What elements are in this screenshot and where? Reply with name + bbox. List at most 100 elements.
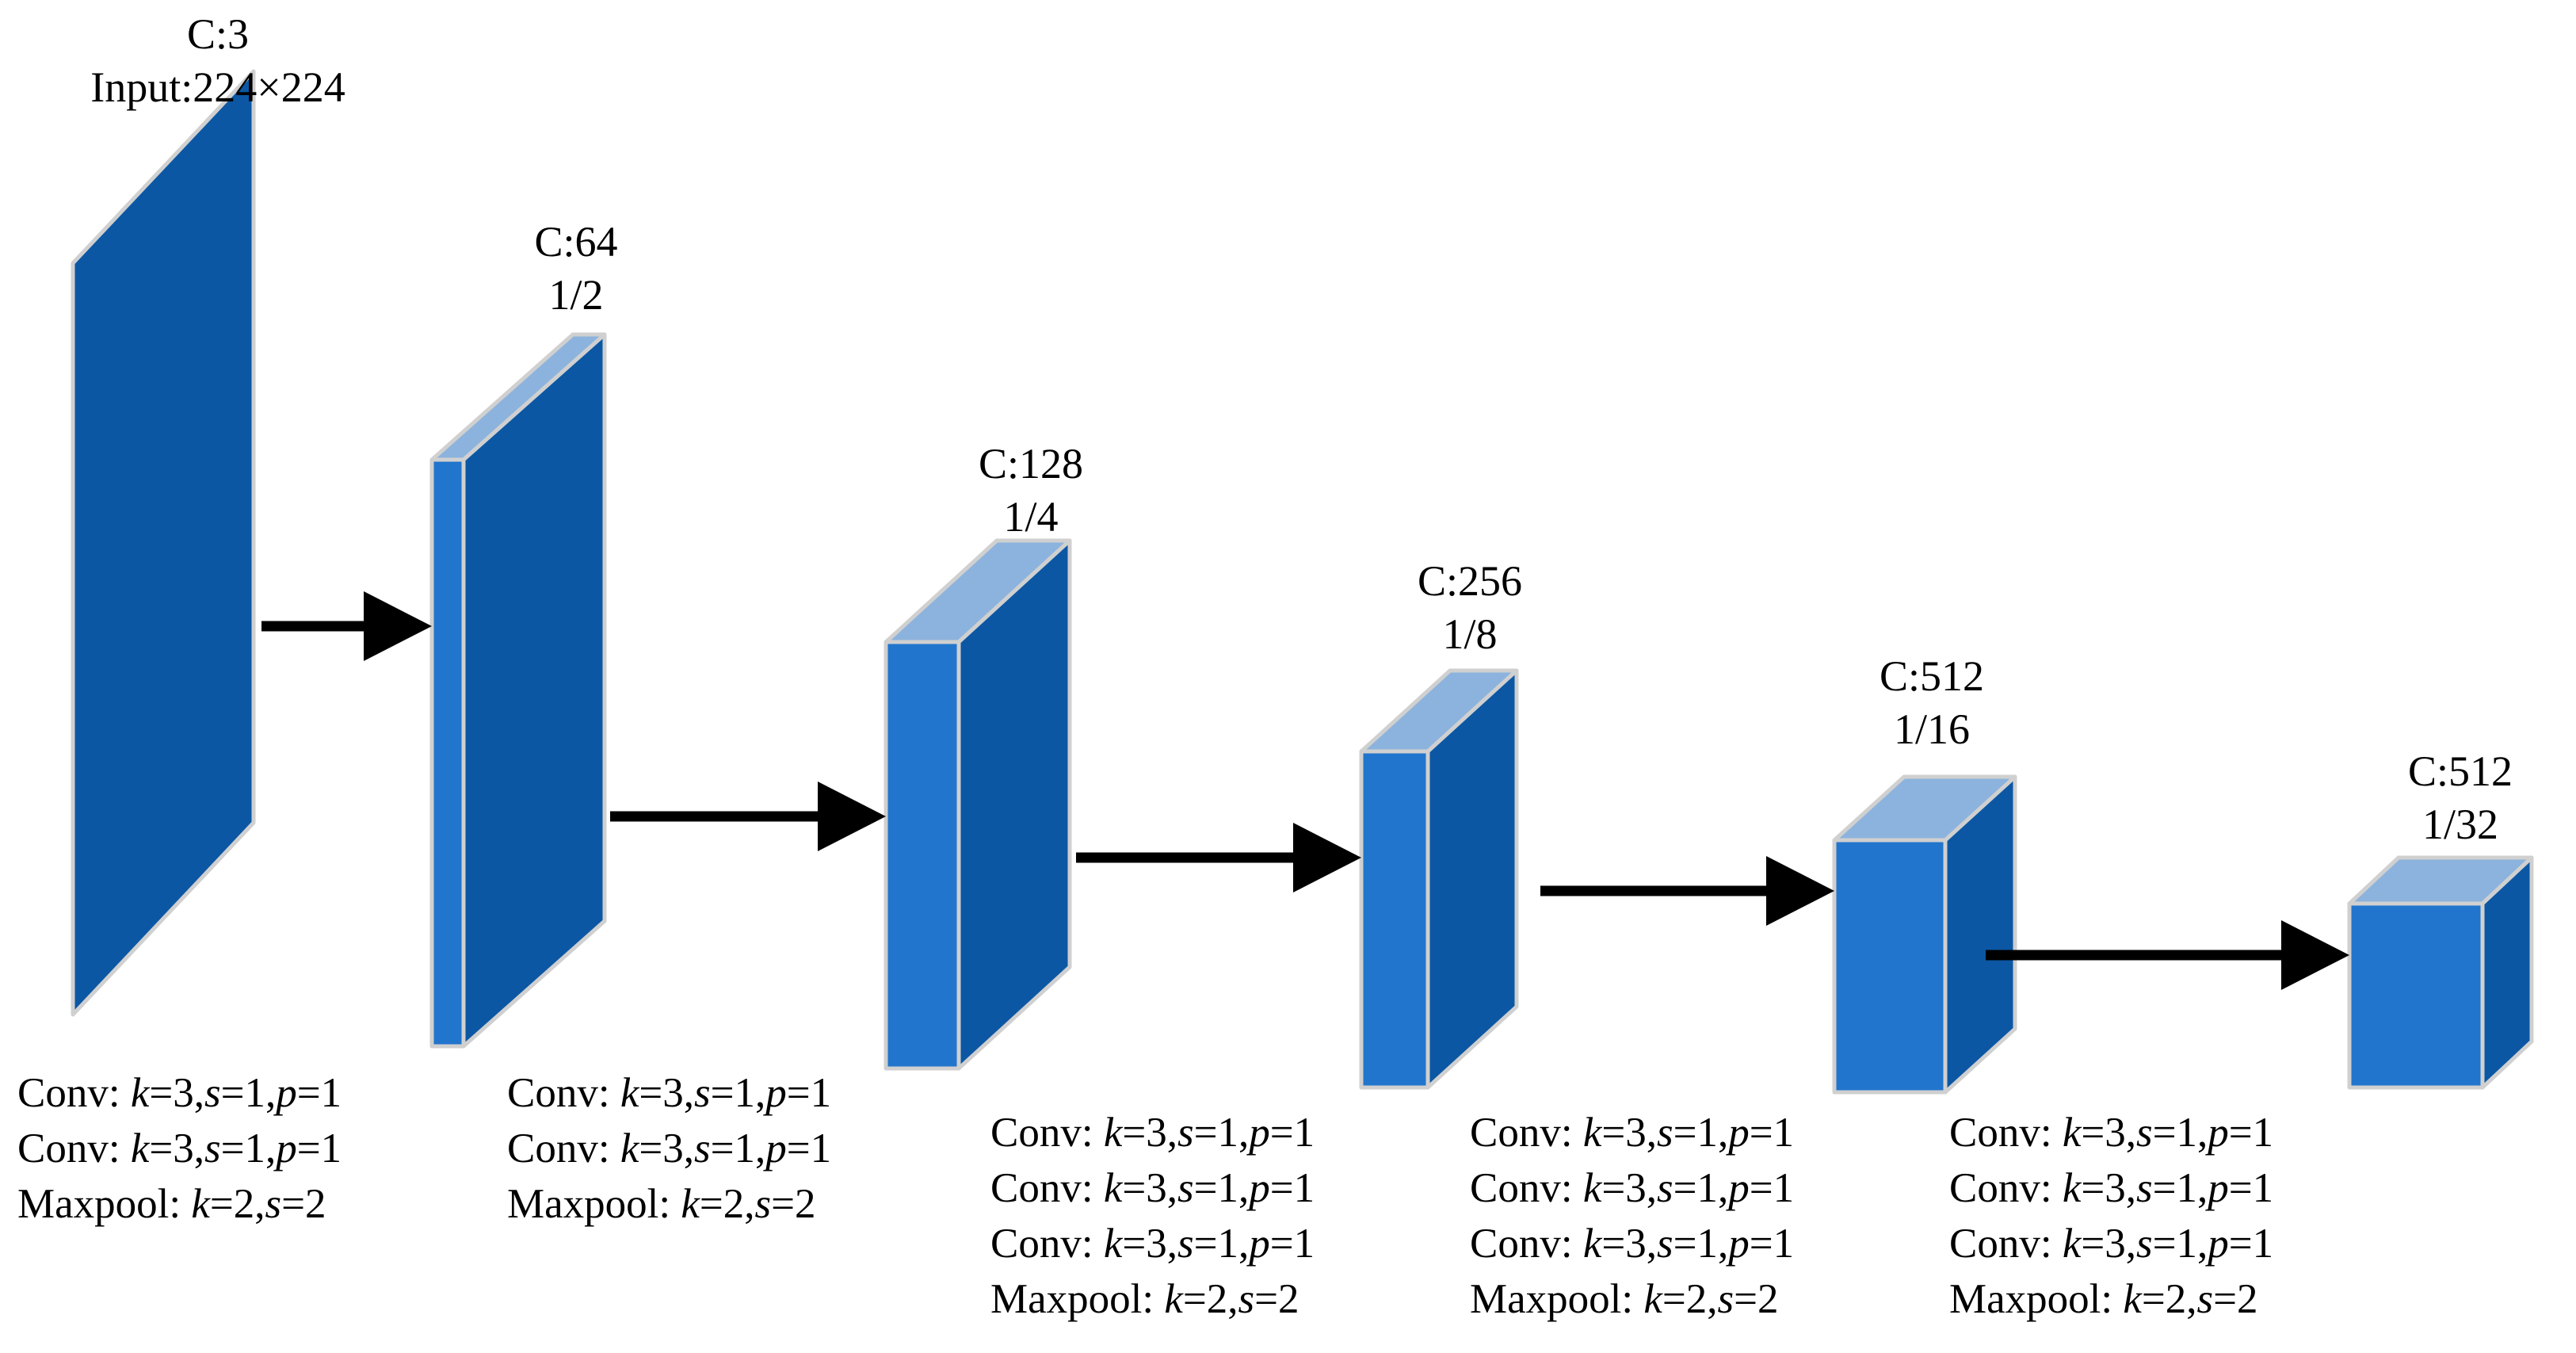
op-name: Maxpool: xyxy=(17,1180,192,1227)
op-value: =3 xyxy=(2081,1220,2126,1267)
op-name: Maxpool: xyxy=(1470,1275,1644,1322)
op-value: =1 xyxy=(1673,1220,1719,1267)
op-value: =1 xyxy=(2152,1110,2198,1156)
op-variable: p xyxy=(2208,1110,2229,1156)
op-variable: k xyxy=(1582,1110,1602,1156)
op-value: =2 xyxy=(1182,1275,1228,1322)
op-value: =1 xyxy=(1673,1110,1719,1156)
op-variable: k xyxy=(2062,1220,2082,1267)
stage-scale-stage4: 1/16 xyxy=(1893,705,1970,753)
stage-channel-stage1: C:64 xyxy=(534,218,618,266)
stage-scale-stage2: 1/4 xyxy=(1003,492,1059,541)
arrow-stage4-to-stage5 xyxy=(1986,920,2349,990)
op-line: Maxpool: k=2,s=2 xyxy=(1949,1272,2273,1328)
op-variable: p xyxy=(1249,1110,1270,1156)
stage-label-stage2: C:128 1/4 xyxy=(979,438,1083,544)
op-value: =1 xyxy=(1269,1164,1315,1211)
stage-scale-stage5: 1/32 xyxy=(2421,800,2498,848)
op-value: =2 xyxy=(281,1180,326,1227)
stage-channel-stage4: C:512 xyxy=(1879,652,1985,700)
op-separator: , xyxy=(2186,1275,2197,1322)
op-value: =1 xyxy=(1269,1220,1315,1267)
op-variable: k xyxy=(1582,1220,1602,1267)
op-variable: k xyxy=(1103,1164,1123,1211)
stage-channel-stage2: C:128 xyxy=(978,440,1084,487)
op-name: Conv: xyxy=(1470,1164,1583,1211)
op-variable: s xyxy=(1657,1220,1673,1267)
op-separator: , xyxy=(755,1070,766,1116)
stage-label-stage1: C:64 1/2 xyxy=(534,216,617,322)
op-separator: , xyxy=(2197,1164,2208,1211)
op-value: =3 xyxy=(639,1070,684,1116)
op-variable: s xyxy=(1657,1164,1673,1211)
op-separator: , xyxy=(1646,1220,1657,1267)
op-separator: , xyxy=(265,1125,277,1171)
op-value: =3 xyxy=(639,1125,684,1171)
arrow-stage1-to-stage2 xyxy=(610,782,886,851)
block-front-face xyxy=(883,640,961,1071)
block-front-face xyxy=(1832,838,1948,1095)
op-separator: , xyxy=(1238,1220,1250,1267)
op-name: Maxpool: xyxy=(1949,1275,2124,1322)
op-variable: s xyxy=(2136,1164,2153,1211)
op-line: Conv: k=3,s=1,p=1 xyxy=(1949,1161,2273,1217)
op-value: =2 xyxy=(2141,1275,2187,1322)
arrow-stage3-to-stage4 xyxy=(1540,856,1834,926)
op-value: =1 xyxy=(1193,1164,1239,1211)
op-line: Conv: k=3,s=1,p=1 xyxy=(990,1106,1315,1161)
op-value: =1 xyxy=(2228,1164,2274,1211)
arrow-head xyxy=(364,591,432,661)
op-variable: s xyxy=(2136,1220,2153,1267)
op-value: =1 xyxy=(2228,1110,2274,1156)
op-value: =1 xyxy=(2152,1164,2198,1211)
op-variable: k xyxy=(130,1125,150,1171)
op-variable: s xyxy=(265,1180,282,1227)
block-front-face xyxy=(429,457,466,1049)
arrow-head xyxy=(1293,823,1361,892)
op-separator: , xyxy=(193,1070,204,1116)
op-variable: s xyxy=(204,1070,221,1116)
op-variable: k xyxy=(1164,1275,1183,1322)
stage-scale-stage1: 1/2 xyxy=(548,270,604,319)
stage-scale-input: Input:224×224 xyxy=(90,63,345,111)
op-separator: , xyxy=(1646,1164,1657,1211)
op-value: =1 xyxy=(2152,1220,2198,1267)
op-variable: k xyxy=(1643,1275,1662,1322)
op-name: Conv: xyxy=(990,1164,1104,1211)
op-separator: , xyxy=(2197,1110,2208,1156)
op-line: Conv: k=3,s=1,p=1 xyxy=(507,1066,831,1122)
op-name: Maxpool: xyxy=(507,1180,681,1227)
op-variable: k xyxy=(2062,1110,2082,1156)
op-variable: s xyxy=(2136,1110,2153,1156)
op-variable: p xyxy=(2208,1220,2229,1267)
op-separator: , xyxy=(1707,1275,1718,1322)
op-variable: s xyxy=(1238,1275,1255,1322)
op-variable: k xyxy=(620,1125,639,1171)
op-value: =1 xyxy=(1269,1110,1315,1156)
op-value: =1 xyxy=(220,1070,266,1116)
op-value: =3 xyxy=(149,1070,194,1116)
op-line: Conv: k=3,s=1,p=1 xyxy=(990,1217,1315,1272)
op-value: =3 xyxy=(1601,1164,1647,1211)
op-separator: , xyxy=(1718,1164,1729,1211)
op-variable: s xyxy=(694,1070,711,1116)
op-value: =1 xyxy=(1193,1220,1239,1267)
op-value: =1 xyxy=(1193,1110,1239,1156)
op-value: =1 xyxy=(296,1125,342,1171)
op-value: =1 xyxy=(220,1125,266,1171)
block-input xyxy=(71,69,256,1017)
op-separator: , xyxy=(1646,1110,1657,1156)
op-separator: , xyxy=(1238,1110,1250,1156)
op-variable: k xyxy=(2123,1275,2142,1322)
op-name: Conv: xyxy=(1949,1110,2063,1156)
op-name: Conv: xyxy=(507,1125,620,1171)
op-value: =1 xyxy=(1749,1110,1795,1156)
block-stage1 xyxy=(429,332,607,1049)
op-line: Maxpool: k=2,s=2 xyxy=(17,1177,342,1233)
feature-map-blocks xyxy=(71,69,2534,1095)
op-value: =3 xyxy=(2081,1110,2126,1156)
